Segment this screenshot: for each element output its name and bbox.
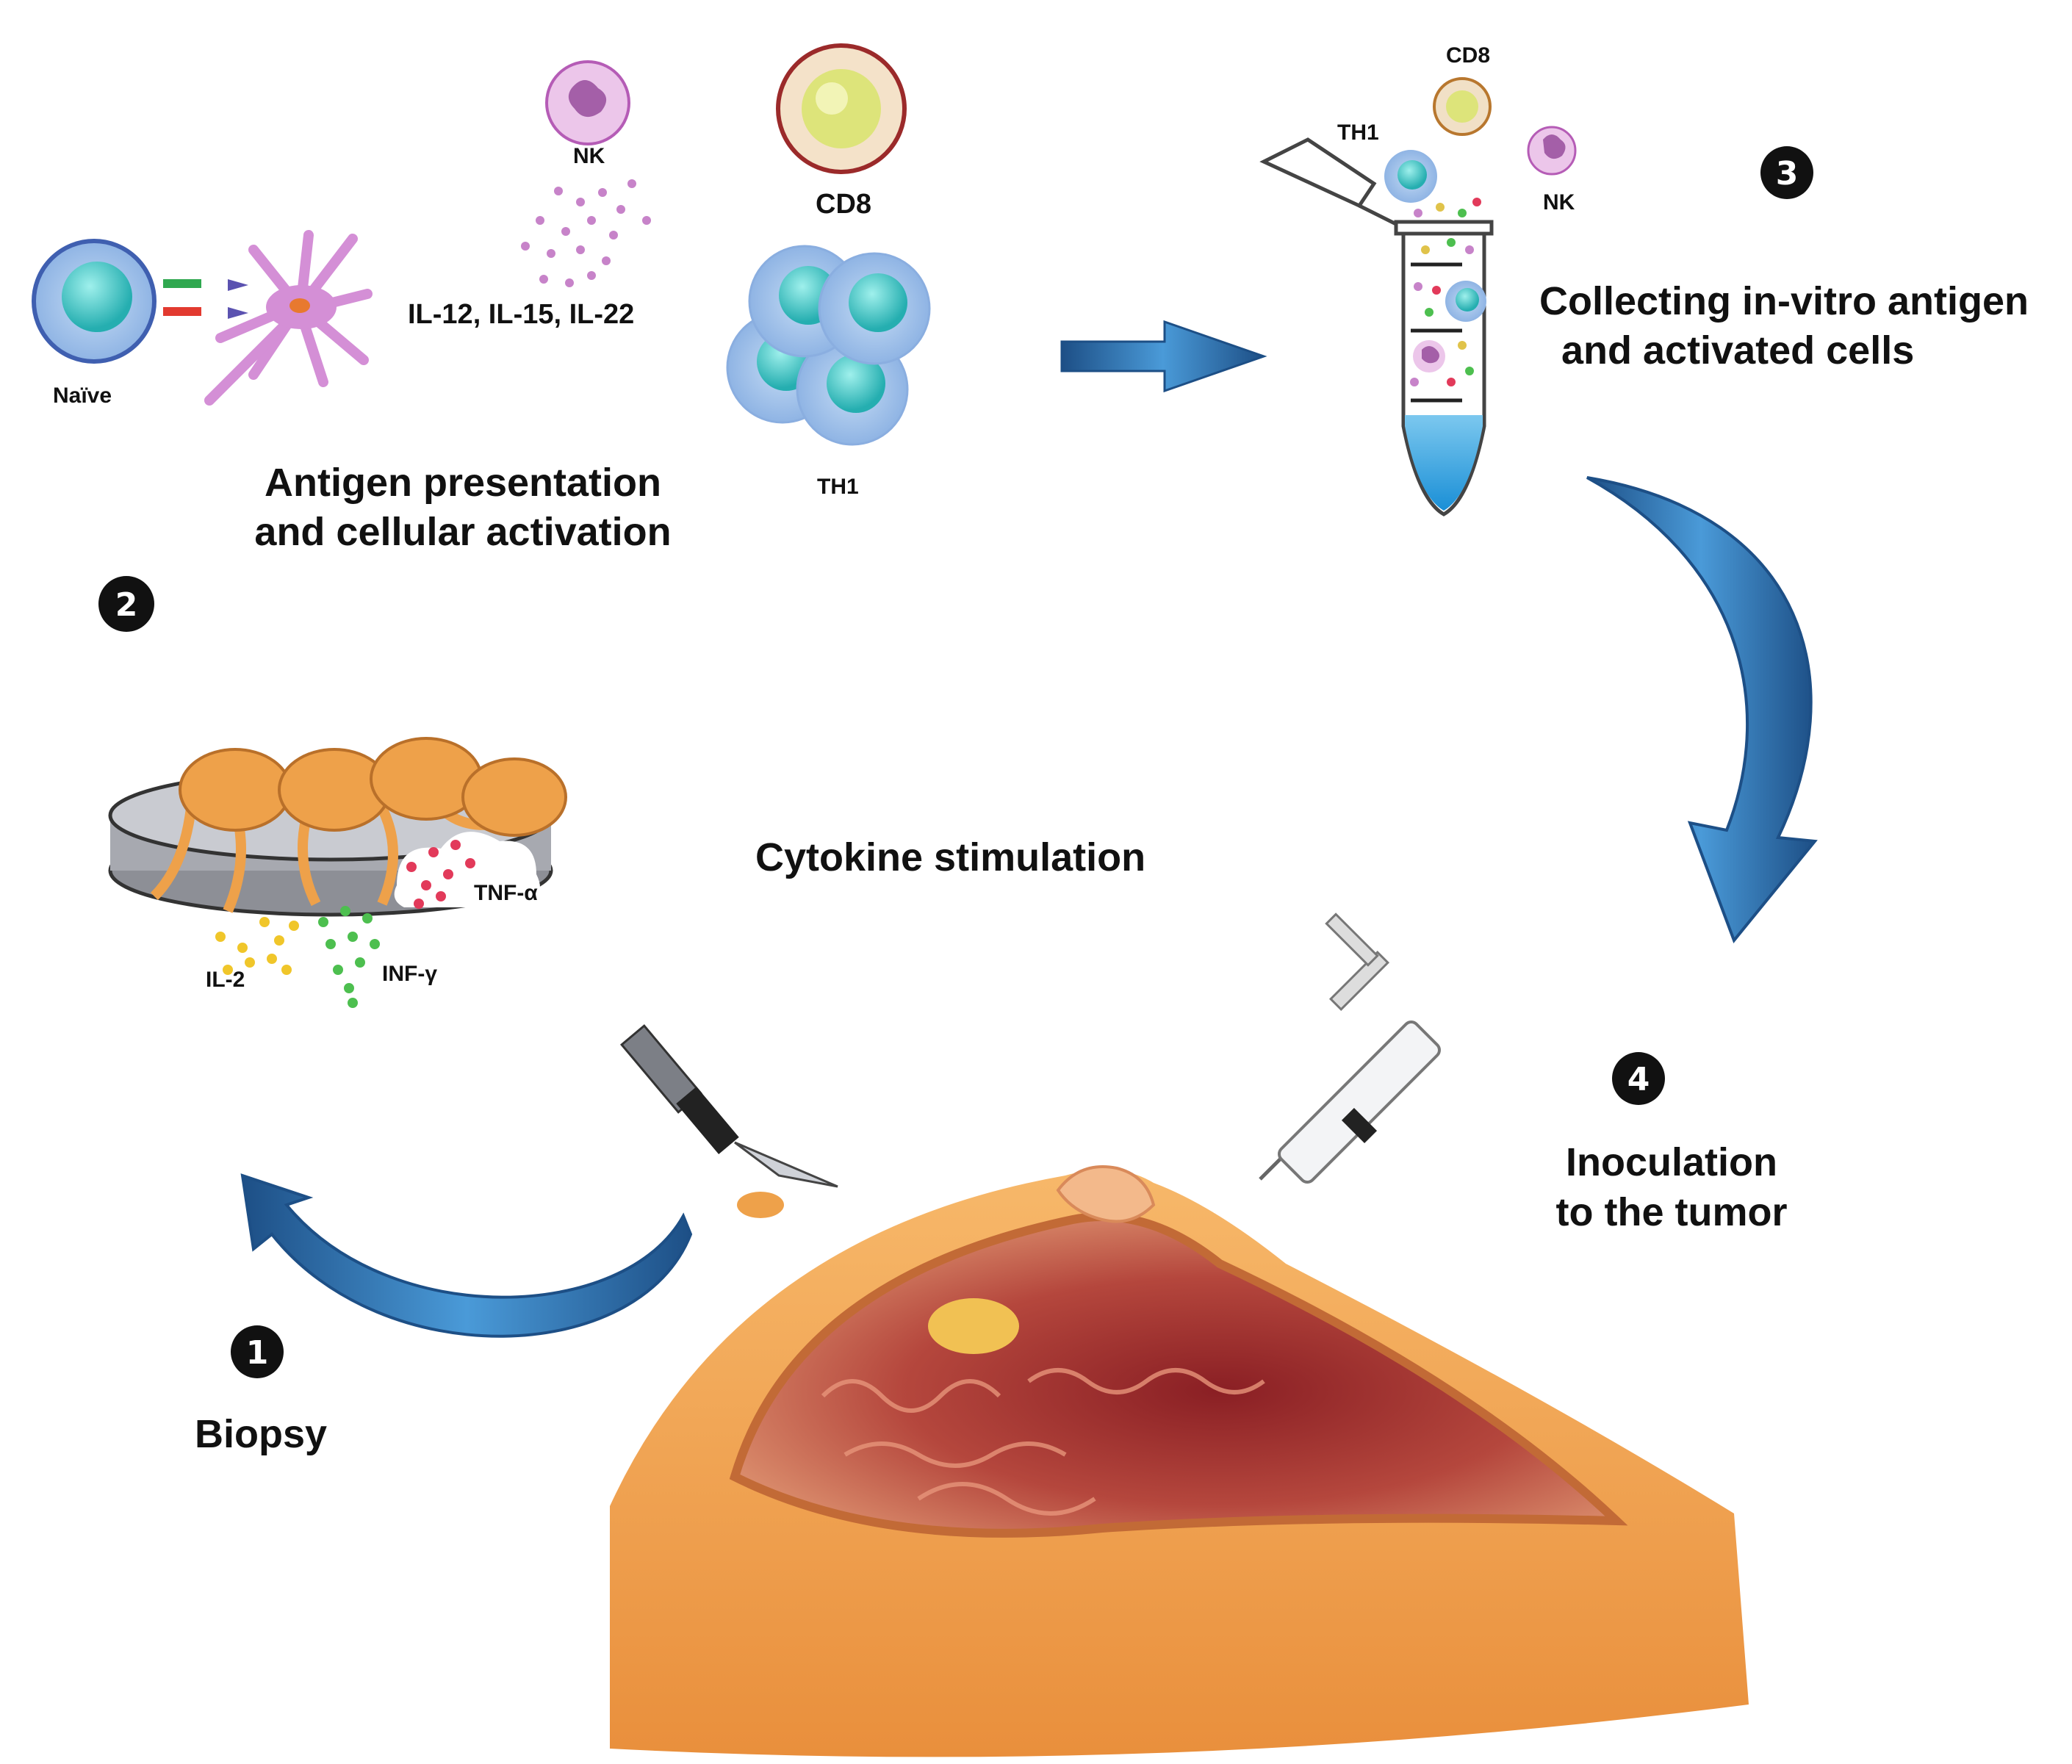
tube-nk-cell [1527,126,1577,176]
cd8-label: CD8 [816,189,871,220]
breast-tumor-section [610,1165,1749,1757]
nk-label: NK [573,144,605,168]
tumor-mass [928,1298,1019,1354]
dendritic-nucleus [289,298,310,313]
step4-number: 4 [1627,1061,1650,1098]
tube-nk-label: NK [1543,190,1575,215]
arrow-to-dish [240,1173,693,1338]
nk-cell [545,60,630,145]
th1-label: TH1 [817,475,859,499]
cytokine-stimulation-label: Cytokine stimulation [755,835,1145,879]
il2-label: IL-2 [206,968,245,992]
scalpel [619,1024,838,1188]
collection-tube [1259,137,1494,516]
inf-particles [318,906,380,1008]
tumor-cells [150,737,567,913]
tissue-sample [737,1192,784,1218]
receptor-signals [163,279,248,319]
step3-title-line1: Collecting in-vitro antigen [1539,279,2029,323]
step2-badge: 2 [98,576,154,632]
step4-title-line2: to the tumor [1556,1190,1788,1234]
tnf-label: TNF-α [474,881,538,905]
naive-t-cell [32,239,157,364]
syringe [1259,912,1441,1184]
step3-number: 3 [1776,155,1799,192]
il2-particles [215,917,299,975]
cd8-cell [776,43,907,174]
inf-label: INF-γ [382,962,437,986]
tube-particles [1410,198,1481,386]
step4-title-line1: Inoculation [1566,1140,1777,1184]
tube-th1-label: TH1 [1337,120,1379,145]
th1-cell-cluster [726,245,931,446]
step3-badge: 3 [1760,146,1813,199]
tube-cd8-label: CD8 [1446,43,1490,68]
step1-number: 1 [246,1334,269,1372]
step3-title-line2: and activated cells [1561,328,1914,372]
step2-number: 2 [115,586,138,624]
naive-label: Naïve [53,384,112,408]
step2-title-line2: and cellular activation [254,510,671,554]
tnf-particles [406,840,475,909]
interleukins-label: IL-12, IL-15, IL-22 [408,299,634,330]
tube-cd8-cell [1433,77,1492,136]
biopsy-label: Biopsy [195,1412,327,1456]
step1-badge: 1 [231,1325,284,1378]
interleukin-particles [521,179,651,287]
step4-badge: 4 [1612,1052,1665,1105]
arrow-to-inoculation [1586,476,1818,943]
tube-th1-cell [1384,150,1437,203]
arrow-to-collection [1060,320,1267,393]
step2-title-line1: Antigen presentation [265,461,661,505]
